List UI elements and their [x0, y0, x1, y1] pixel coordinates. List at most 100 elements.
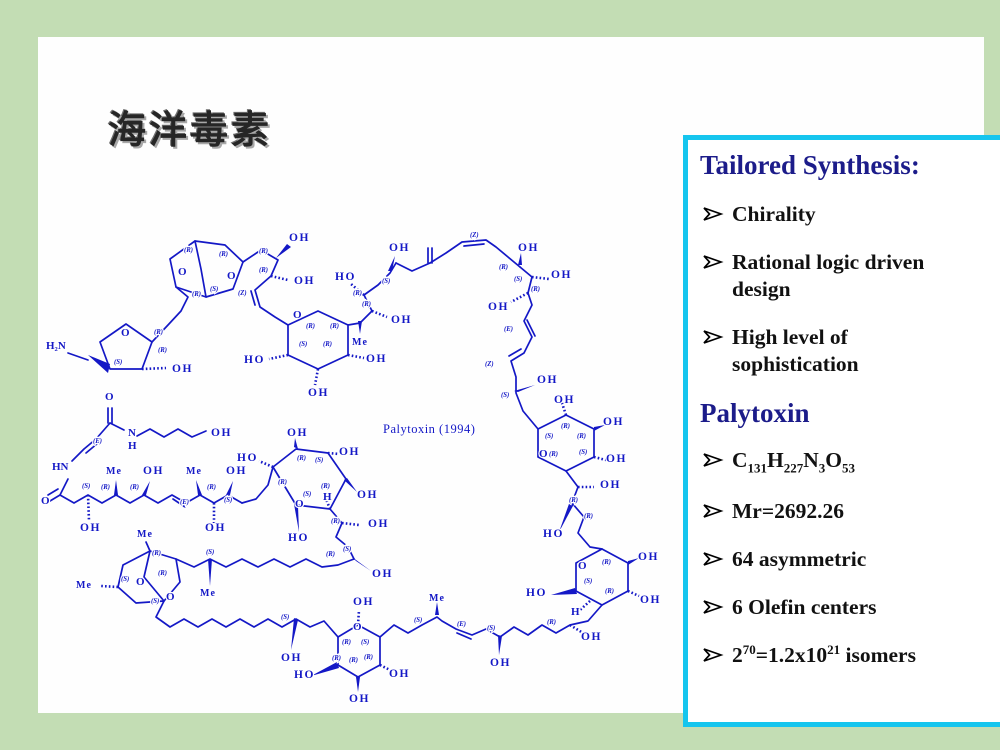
svg-text:OH: OH: [490, 657, 511, 669]
svg-text:Me: Me: [429, 593, 445, 604]
svg-text:(R): (R): [605, 588, 614, 595]
svg-text:OH: OH: [366, 353, 387, 365]
svg-text:N: N: [128, 427, 136, 439]
svg-text:OH: OH: [389, 668, 410, 680]
svg-text:(R): (R): [561, 423, 570, 430]
svg-text:O: O: [295, 498, 304, 510]
svg-text:OH: OH: [603, 416, 624, 428]
svg-text:(R): (R): [184, 247, 193, 254]
svg-text:(S): (S): [545, 433, 553, 440]
svg-text:HO: HO: [543, 528, 564, 540]
svg-text:(R): (R): [306, 323, 315, 330]
svg-text:(R): (R): [342, 639, 351, 646]
svg-text:(R): (R): [154, 329, 163, 336]
svg-text:OH: OH: [289, 232, 310, 244]
svg-text:(R): (R): [577, 433, 586, 440]
svg-text:O: O: [227, 270, 236, 282]
svg-text:HO: HO: [244, 354, 265, 366]
svg-text:OH: OH: [391, 314, 412, 326]
svg-text:(S): (S): [414, 617, 422, 624]
svg-text:OH: OH: [368, 518, 389, 530]
svg-text:OH: OH: [211, 427, 232, 439]
svg-text:(R): (R): [362, 301, 371, 308]
svg-text:(R): (R): [207, 484, 216, 491]
svg-text:(R): (R): [332, 655, 341, 662]
svg-text:HO: HO: [237, 452, 258, 464]
svg-text:OH: OH: [488, 301, 509, 313]
svg-text:OH: OH: [518, 242, 539, 254]
svg-text:(R): (R): [531, 286, 540, 293]
svg-text:OH: OH: [80, 522, 101, 534]
svg-text:OH: OH: [537, 374, 558, 386]
svg-text:(R): (R): [353, 290, 362, 297]
svg-text:OH: OH: [606, 453, 627, 465]
svg-text:(R): (R): [278, 479, 287, 486]
svg-text:Me: Me: [76, 580, 92, 591]
svg-text:(R): (R): [219, 251, 228, 258]
svg-text:(R): (R): [499, 264, 508, 271]
svg-text:OH: OH: [339, 446, 360, 458]
svg-text:Me: Me: [106, 466, 122, 477]
list-item: 270=1.2x1021 isomers: [700, 642, 992, 669]
svg-text:(R): (R): [549, 451, 558, 458]
svg-text:(R): (R): [326, 551, 335, 558]
arrow-bullet-icon: [703, 329, 724, 344]
svg-text:(E): (E): [457, 621, 466, 628]
svg-text:O: O: [121, 327, 130, 339]
isomer-count: 270=1.2x1021 isomers: [732, 641, 916, 667]
svg-text:(S): (S): [121, 576, 129, 583]
svg-text:OH: OH: [640, 594, 661, 606]
svg-text:Me: Me: [137, 529, 153, 540]
svg-text:O: O: [41, 495, 50, 507]
svg-text:OH: OH: [389, 242, 410, 254]
svg-text:(Z): (Z): [238, 290, 247, 297]
list-item: Mr=2692.26: [700, 498, 992, 525]
svg-text:(R): (R): [158, 347, 167, 354]
svg-text:H: H: [323, 491, 332, 503]
list-item: 6 Olefin centers: [700, 594, 992, 621]
svg-text:(S): (S): [579, 449, 587, 456]
bullet-text: High level of sophistication: [732, 324, 859, 376]
slide-background: 海洋毒素: [38, 37, 1000, 727]
svg-text:Me: Me: [200, 588, 216, 599]
svg-text:OH: OH: [294, 275, 315, 287]
svg-text:OH: OH: [349, 693, 370, 705]
svg-text:O: O: [539, 448, 548, 460]
svg-text:(R): (R): [547, 619, 556, 626]
svg-text:(R): (R): [259, 267, 268, 274]
svg-text:(R): (R): [602, 559, 611, 566]
svg-text:(S): (S): [315, 457, 323, 464]
svg-text:O: O: [166, 591, 175, 603]
slide-title: 海洋毒素: [108, 108, 273, 152]
info-panel: Tailored Synthesis: Chirality Rational l…: [683, 135, 1000, 727]
svg-text:(S): (S): [224, 497, 232, 504]
svg-text:OH: OH: [172, 363, 193, 375]
svg-text:O: O: [136, 576, 145, 588]
arrow-bullet-icon: [703, 207, 724, 221]
svg-text:OH: OH: [281, 652, 302, 664]
svg-text:OH: OH: [205, 522, 226, 534]
palytoxin-structure-diagram: Palytoxin (1994)H₂NO(S)(R)(R)OHOO(R)(R)(…: [40, 231, 661, 706]
svg-text:O: O: [105, 391, 114, 403]
svg-text:H: H: [571, 606, 580, 618]
svg-text:H: H: [128, 440, 137, 452]
svg-text:OH: OH: [287, 427, 308, 439]
arrow-bullet-icon: [703, 551, 724, 566]
bullet-text: 64 asymmetric: [732, 546, 867, 571]
svg-text:(Z): (Z): [485, 361, 494, 368]
svg-text:(R): (R): [323, 341, 332, 348]
molecular-formula: C131H227N3O53: [732, 448, 856, 476]
palytoxin-bullet-list: C131H227N3O53 Mr=2692.26 64 asymmetric 6…: [700, 447, 992, 668]
svg-text:Me: Me: [352, 337, 368, 348]
bullet-text: Rational logic driven design: [732, 249, 925, 301]
svg-text:OH: OH: [638, 551, 659, 563]
list-item: Rational logic driven design: [700, 249, 992, 303]
svg-text:(E): (E): [180, 499, 189, 506]
svg-text:(S): (S): [82, 483, 90, 490]
svg-text:OH: OH: [353, 596, 374, 608]
svg-text:O: O: [293, 309, 302, 321]
svg-text:(S): (S): [382, 278, 390, 285]
svg-text:OH: OH: [581, 631, 602, 643]
